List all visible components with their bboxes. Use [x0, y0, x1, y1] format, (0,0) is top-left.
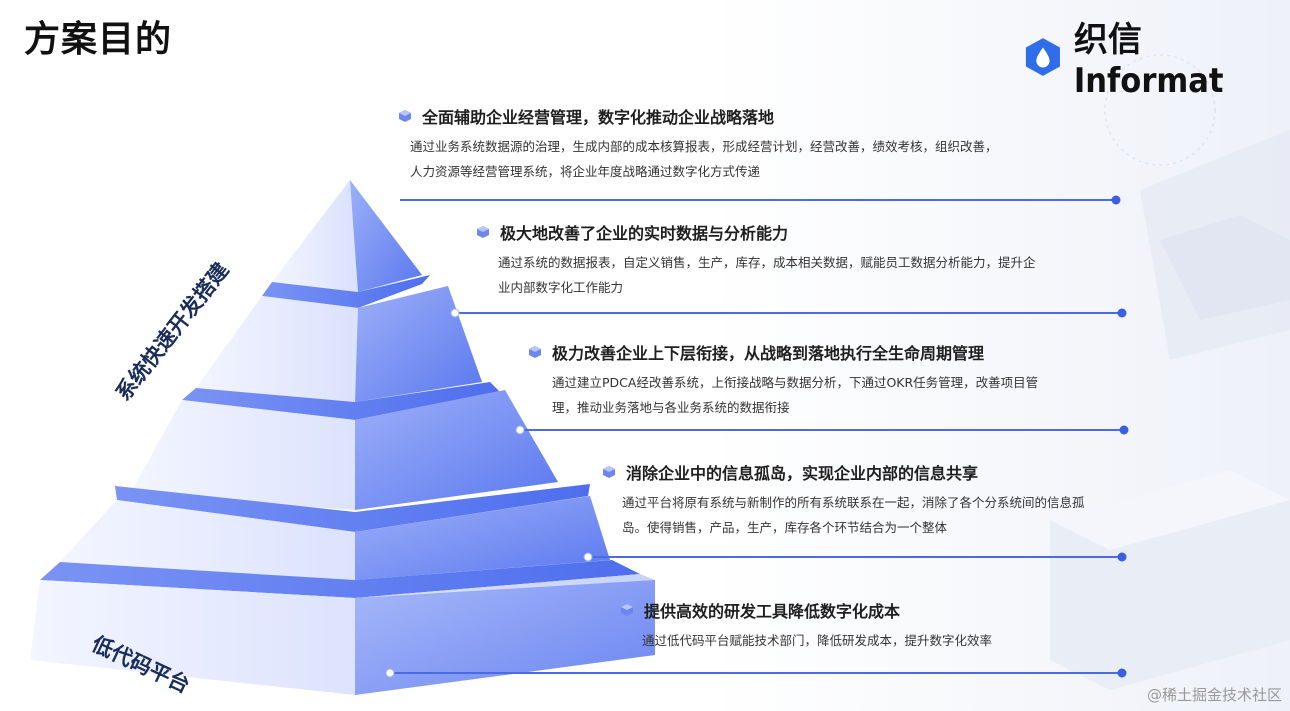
goal-desc-line: 岛。使得销售，产品，生产，库存各个环节结合为一个整体	[622, 520, 948, 535]
goal-desc-line: 通过系统的数据报表，自定义销售，生产，库存，成本相关数据，赋能员工数据分析能力，…	[498, 255, 1036, 270]
goal-desc-line: 通过业务系统数据源的治理，生成内部的成本核算报表，形成经营计划，经营改善，绩效考…	[410, 139, 998, 154]
brand-logo: 织信 Informat	[1024, 12, 1290, 101]
goal-title: 极大地改善了企业的实时数据与分析能力	[500, 224, 789, 243]
goal-desc-line: 通过低代码平台赋能技术部门，降低研发成本，提升数字化效率	[642, 633, 993, 648]
goal-title: 消除企业中的信息孤岛，实现企业内部的信息共享	[626, 464, 979, 483]
cube-bullet-icon	[399, 110, 411, 122]
goal-desc-line: 通过平台将原有系统与新制作的所有系统联系在一起，消除了各个分系统间的信息孤	[622, 495, 1085, 510]
goal-item-3: 极力改善企业上下层衔接，从战略到落地执行全生命周期管理 通过建立PDCA经改善系…	[528, 340, 1038, 420]
goal-item-2: 极大地改善了企业的实时数据与分析能力 通过系统的数据报表，自定义销售，生产，库存…	[476, 220, 1036, 300]
goal-item-1: 全面辅助企业经营管理，数字化推动企业战略落地 通过业务系统数据源的治理，生成内部…	[398, 104, 998, 184]
cube-bullet-icon	[621, 604, 633, 616]
cube-bullet-icon	[603, 466, 615, 478]
goal-desc-line: 业内部数字化工作能力	[498, 280, 624, 295]
page-title: 方案目的	[24, 19, 173, 60]
connector-lines	[385, 195, 1129, 678]
goal-title: 全面辅助企业经营管理，数字化推动企业战略落地	[422, 108, 775, 127]
goal-title: 极力改善企业上下层衔接，从战略到落地执行全生命周期管理	[552, 344, 985, 363]
informat-logo-icon	[1025, 37, 1060, 76]
goal-desc-line: 理，推动业务落地与各业务系统的数据衔接	[552, 400, 790, 415]
goal-title: 提供高效的研发工具降低数字化成本	[644, 602, 901, 621]
goal-item-5: 提供高效的研发工具降低数字化成本 通过低代码平台赋能技术部门，降低研发成本，提升…	[620, 598, 992, 653]
brand-name: 织信 Informat	[1073, 20, 1224, 101]
watermark: @稀土掘金技术社区	[1146, 686, 1282, 704]
goal-desc-line: 人力资源等经营管理系统，将企业年度战略通过数字化方式传递	[410, 164, 761, 179]
goal-item-4: 消除企业中的信息孤岛，实现企业内部的信息共享 通过平台将原有系统与新制作的所有系…	[602, 460, 1085, 540]
goal-desc-line: 通过建立PDCA经改善系统，上衔接战略与数据分析，下通过OKR任务管理，改善项目…	[552, 375, 1039, 390]
cube-bullet-icon	[477, 226, 489, 238]
cube-bullet-icon	[529, 346, 541, 358]
